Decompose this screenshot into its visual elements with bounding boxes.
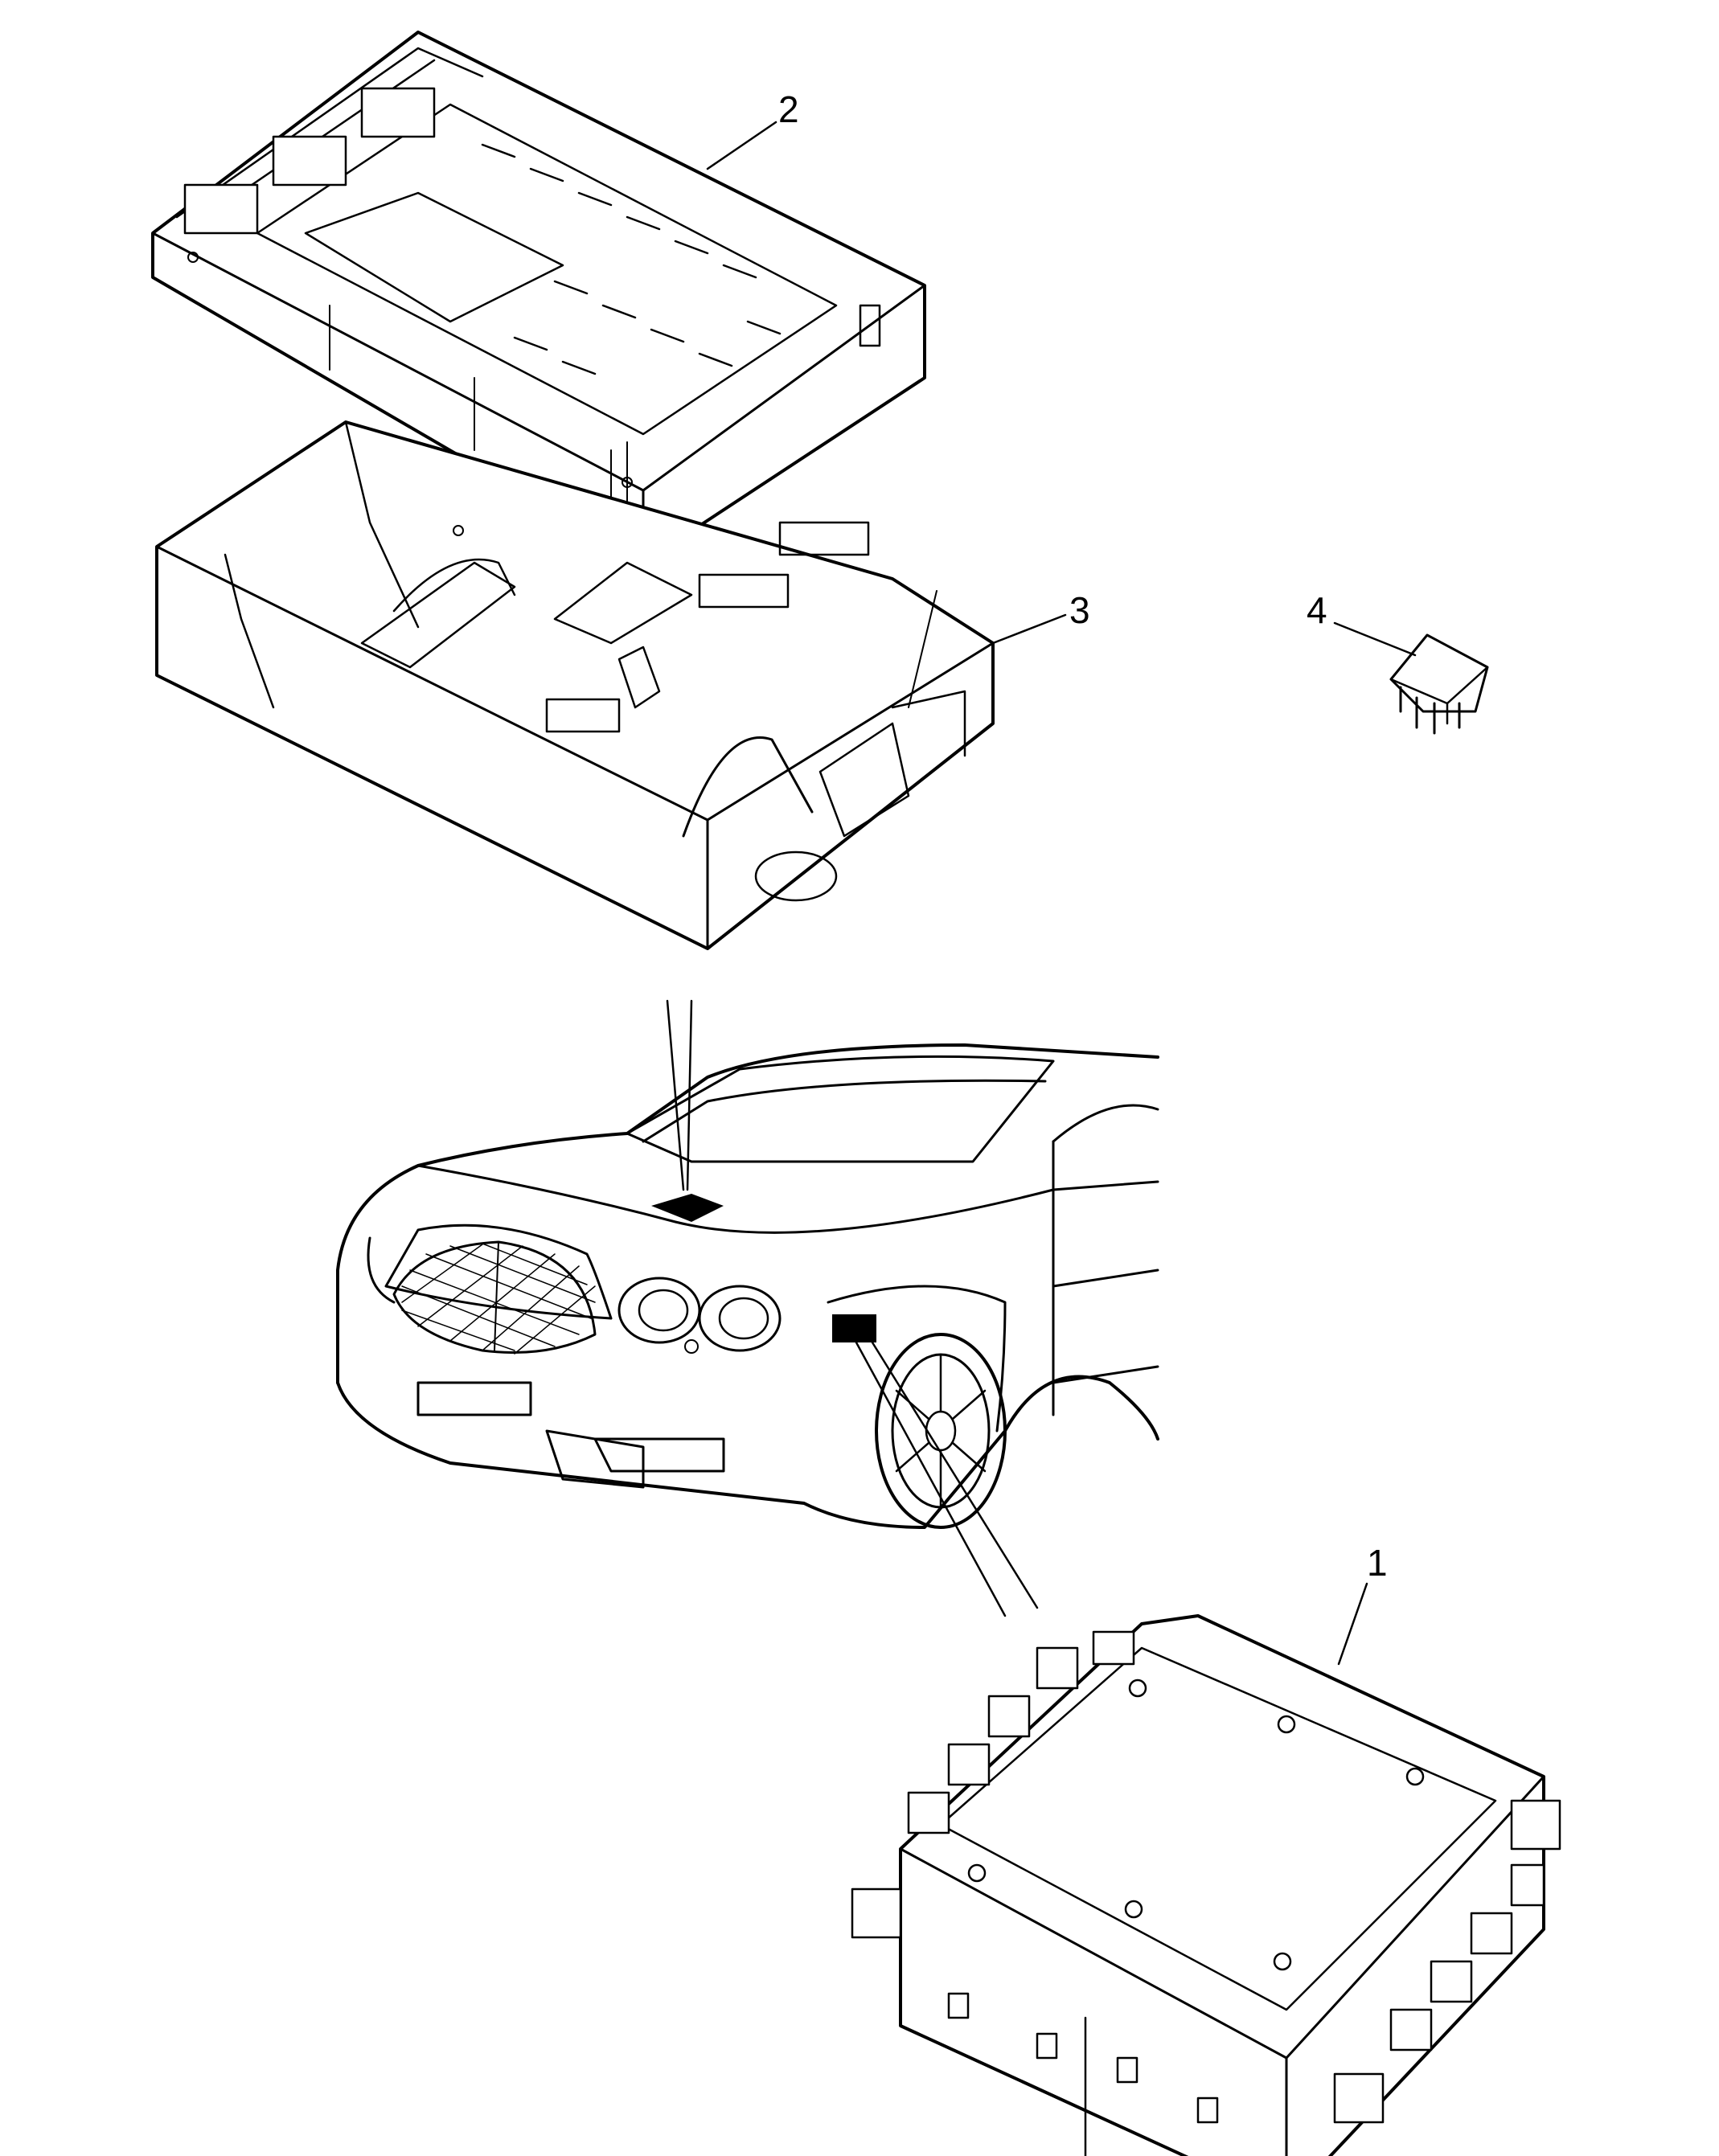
callout-part-1: 1 [1367, 1542, 1388, 1584]
body-control-module [851, 1614, 1561, 2156]
connector-block [183, 87, 436, 235]
relay [1389, 633, 1489, 735]
vehicle-front-view [336, 1043, 1159, 1529]
vent-slots [481, 143, 782, 375]
callout-part-2: 2 [778, 88, 799, 130]
right-connectors [1333, 1799, 1561, 2124]
front-grille [392, 1240, 597, 1355]
fuse-relay-carrier [155, 420, 995, 950]
front-wheel [875, 1333, 1007, 1529]
callout-part-4: 4 [1307, 589, 1327, 631]
left-connectors [851, 1630, 1135, 1939]
callout-part-3: 3 [1069, 589, 1090, 631]
module-location-marker-fender [832, 1314, 876, 1342]
headlamps [617, 1277, 782, 1354]
module-location-marker-hood [651, 1194, 724, 1222]
control-module-housing [151, 31, 926, 564]
